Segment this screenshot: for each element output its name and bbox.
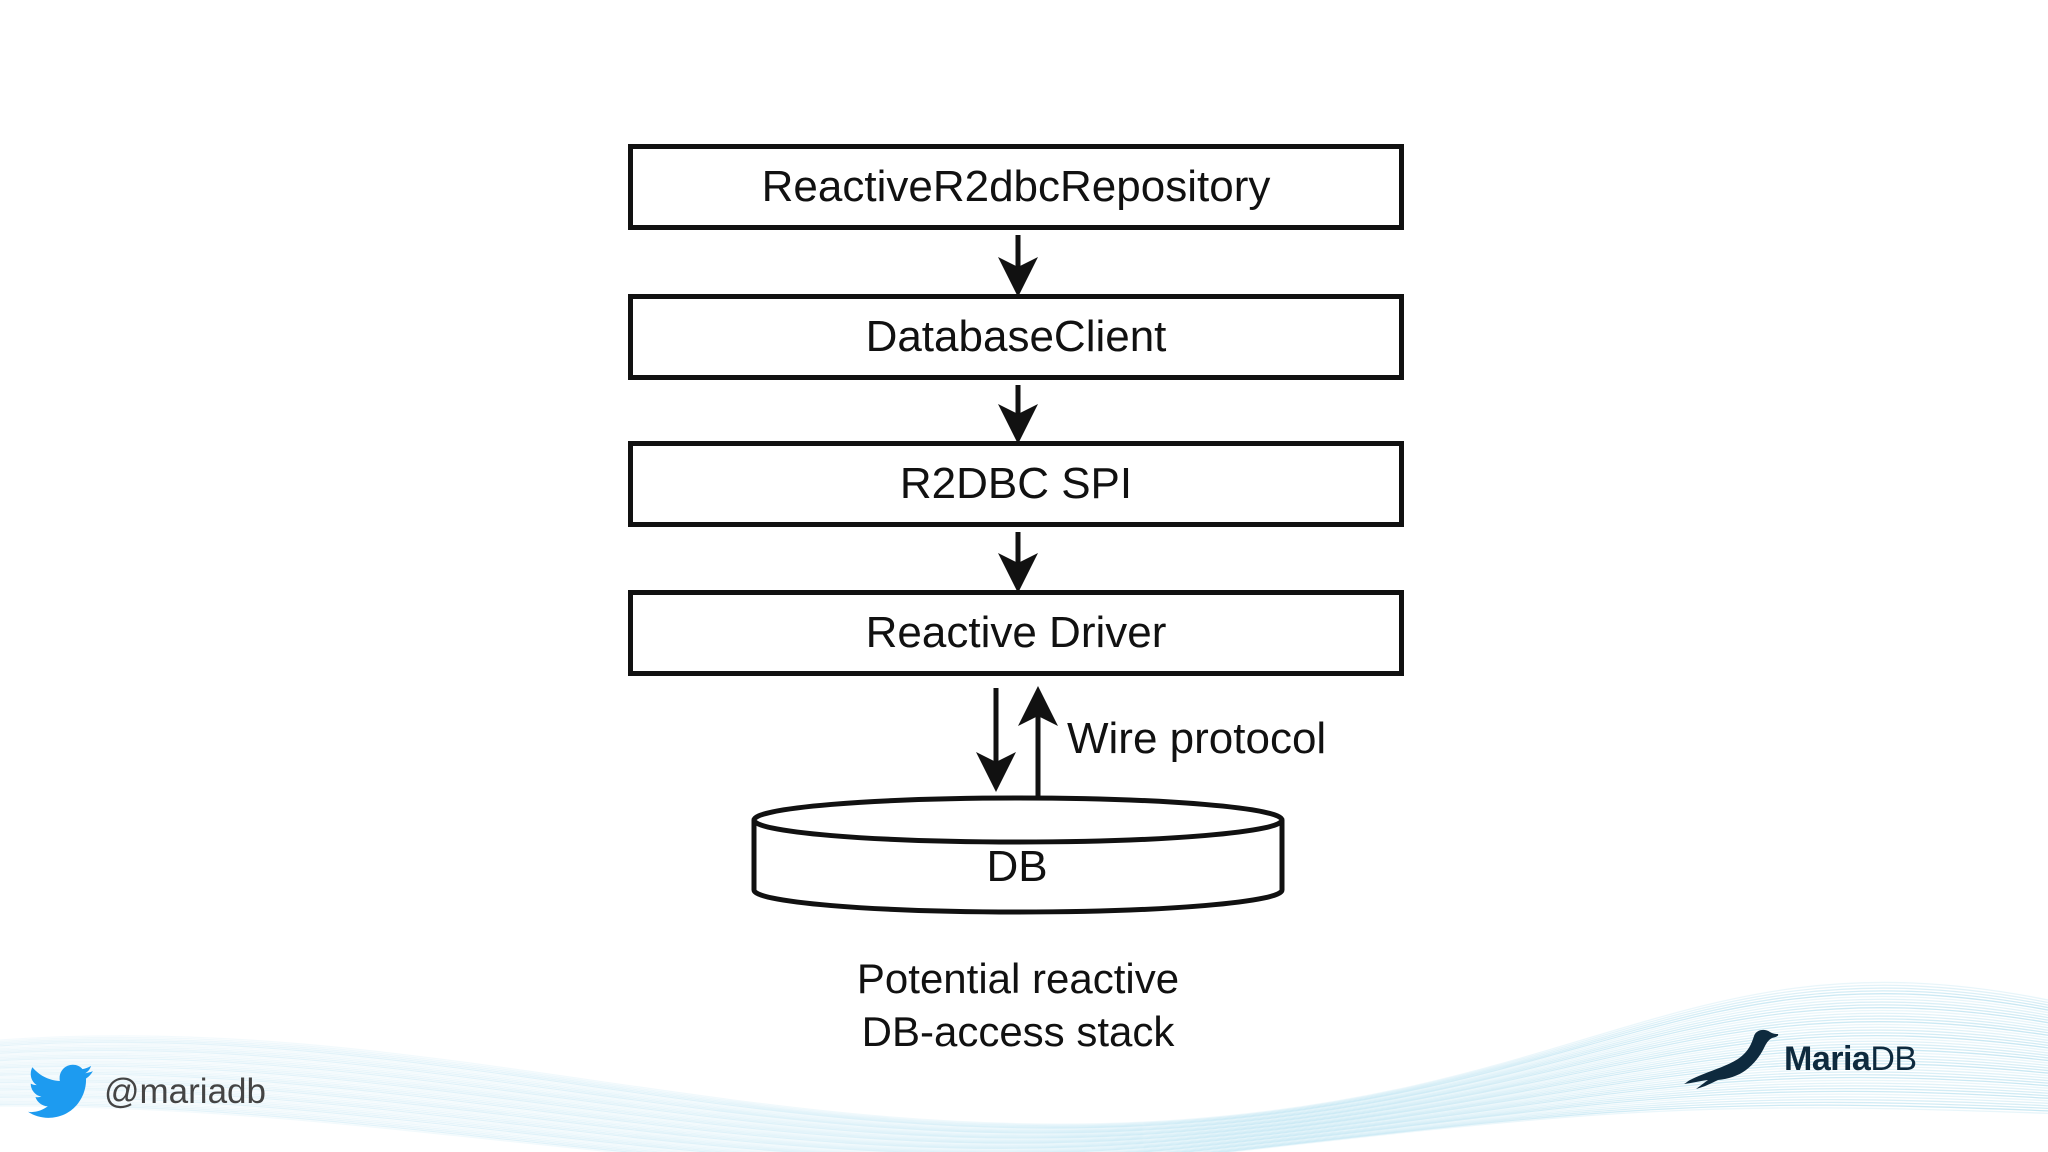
- brand-suffix: DB: [1870, 1039, 1917, 1078]
- database-label: DB: [986, 842, 1048, 891]
- wire-protocol-label: Wire protocol: [1067, 714, 1327, 763]
- layer-label: R2DBC SPI: [899, 459, 1133, 508]
- caption-line: DB-access stack: [861, 1008, 1175, 1055]
- layer-label: ReactiveR2dbcRepository: [761, 162, 1271, 211]
- twitter-handle-text: @mariadb: [104, 1072, 266, 1111]
- caption-line: Potential reactive: [856, 955, 1180, 1002]
- layer-box-repository: ReactiveR2dbcRepository: [628, 144, 1404, 230]
- sea-lion-logo-icon: [1684, 1029, 1779, 1089]
- twitter-handle-link[interactable]: @mariadb: [28, 1064, 266, 1120]
- layer-label: Reactive Driver: [865, 608, 1167, 657]
- diagram-caption: Potential reactive DB-access stack: [768, 952, 1268, 1058]
- mariadb-logo-text: MariaDB: [1784, 1040, 1917, 1079]
- brand-name: Maria: [1784, 1039, 1871, 1078]
- twitter-bird-icon: [28, 1064, 93, 1118]
- layer-label: DatabaseClient: [865, 312, 1167, 361]
- mariadb-logo: MariaDB: [1684, 1026, 1917, 1092]
- layer-box-reactive-driver: Reactive Driver: [628, 590, 1404, 676]
- database-cylinder: [751, 795, 1285, 915]
